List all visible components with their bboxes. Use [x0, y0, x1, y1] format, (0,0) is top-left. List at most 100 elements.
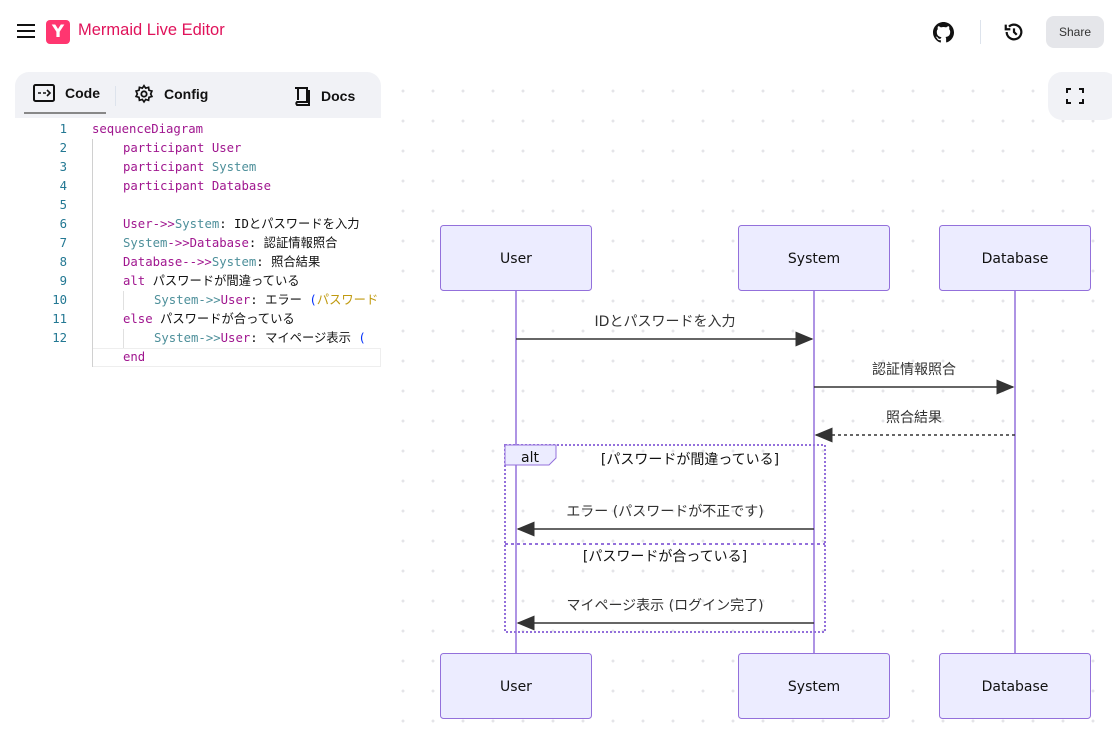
code-text: System->>User: マイページ表示 ( [154, 329, 366, 348]
code-token: User [220, 293, 251, 307]
indent-guide [92, 348, 93, 367]
actor-label: System [788, 251, 840, 267]
indent-guide [92, 272, 93, 291]
code-token: ( [358, 331, 366, 345]
indent-guide [92, 158, 93, 177]
book-icon [295, 87, 310, 106]
indent-guide [92, 215, 93, 234]
code-text: System->>User: エラー (パスワード [154, 291, 378, 310]
tab-config[interactable]: Config [134, 84, 208, 104]
code-text: participant Database [123, 177, 271, 196]
alt-fragment [504, 444, 826, 633]
code-text: participant User [123, 139, 241, 158]
code-token: パスワード [316, 293, 379, 307]
code-token: Database [211, 179, 272, 193]
code-token: ->>Database [167, 236, 249, 250]
fullscreen-button[interactable] [1048, 72, 1112, 120]
indent-guide [92, 234, 93, 253]
code-line[interactable]: 4 participant Database [15, 177, 381, 196]
code-line[interactable]: 8 Database-->>System: 照合結果 [15, 253, 381, 272]
code-text: alt パスワードが間違っている [123, 272, 300, 291]
top-bar [0, 0, 1112, 64]
indent-guide [92, 177, 93, 196]
line-number: 12 [52, 331, 67, 345]
line-number: 11 [52, 312, 67, 326]
alt-label: alt [521, 450, 539, 466]
terminal-icon [33, 84, 55, 102]
code-line[interactable]: 3 participant System [15, 158, 381, 177]
line-number: 2 [59, 141, 67, 155]
divider [115, 86, 116, 106]
line-number: 4 [59, 179, 67, 193]
code-text: User->>System: IDとパスワードを入力 [123, 215, 360, 234]
code-line[interactable]: 7 System->>Database: 認証情報照合 [15, 234, 381, 253]
code-text: else パスワードが合っている [123, 310, 295, 329]
message-label: 照合結果 [886, 410, 942, 426]
message-label: IDとパスワードを入力 [595, 314, 736, 330]
alt-condition: [パスワードが間違っている] [601, 452, 779, 468]
code-token: : エラー [250, 293, 310, 307]
actor-box-system-bottom [738, 653, 890, 719]
line-number: 9 [59, 274, 67, 288]
actor-label: User [500, 251, 532, 267]
line-number: 10 [52, 293, 67, 307]
tab-label: Docs [321, 88, 356, 104]
fullscreen-icon [1066, 88, 1084, 104]
line-number: 5 [59, 198, 67, 212]
message-label: 認証情報照合 [872, 362, 956, 378]
history-icon[interactable] [1003, 21, 1025, 43]
code-line[interactable]: 12 System->>User: マイページ表示 ( [15, 329, 381, 348]
code-token: User [211, 141, 242, 155]
tab-code[interactable]: Code [33, 84, 100, 102]
indent-guide [92, 196, 93, 215]
actor-box-system-top [738, 225, 890, 291]
line-number: 3 [59, 160, 67, 174]
actor-label: User [500, 679, 532, 695]
code-token: System [211, 160, 257, 174]
indent-guide [92, 139, 93, 158]
code-text: participant System [123, 158, 256, 177]
code-text: System->>Database: 認証情報照合 [123, 234, 337, 253]
code-token: : 認証情報照合 [248, 236, 338, 250]
app-title[interactable]: Mermaid Live Editor [78, 21, 225, 39]
code-token: User [220, 331, 251, 345]
actor-label: Database [982, 679, 1049, 695]
tab-docs[interactable]: Docs [293, 86, 355, 106]
code-line[interactable]: 9 alt パスワードが間違っている [15, 272, 381, 291]
code-text: Database-->>System: 照合結果 [123, 253, 320, 272]
tab-label: Config [164, 86, 209, 102]
menu-icon[interactable] [17, 24, 35, 38]
code-token: パスワードが合っている [152, 312, 295, 326]
code-token: : マイページ表示 [250, 331, 359, 345]
line-number: 8 [59, 255, 67, 269]
code-token: participant [123, 160, 212, 174]
github-icon[interactable] [933, 22, 954, 43]
code-token: Database-->> [123, 255, 212, 269]
code-token: participant [123, 179, 212, 193]
mermaid-logo[interactable]: Y [46, 20, 70, 44]
message-label: マイページ表示 (ログイン完了) [566, 598, 763, 614]
code-line[interactable]: 11 else パスワードが合っている [15, 310, 381, 329]
indent-guide [92, 329, 93, 348]
code-line[interactable]: 10 System->>User: エラー (パスワード [15, 291, 381, 310]
code-line[interactable]: 2 participant User [15, 139, 381, 158]
code-line[interactable]: 6 User->>System: IDとパスワードを入力 [15, 215, 381, 234]
line-number: 6 [59, 217, 67, 231]
line-number: 7 [59, 236, 67, 250]
code-line[interactable]: 5 [15, 196, 381, 215]
indent-guide [92, 310, 93, 329]
indent-guide [92, 253, 93, 272]
share-button[interactable]: Share [1046, 16, 1104, 48]
gear-icon [134, 84, 154, 104]
actor-box-user-bottom [440, 653, 592, 719]
indent-guide [123, 329, 124, 348]
indent-guide [123, 291, 124, 310]
code-text: sequenceDiagram [92, 120, 203, 139]
code-token: end [123, 350, 146, 364]
code-line[interactable]: 13end [92, 348, 381, 367]
actor-box-database-top [939, 225, 1091, 291]
